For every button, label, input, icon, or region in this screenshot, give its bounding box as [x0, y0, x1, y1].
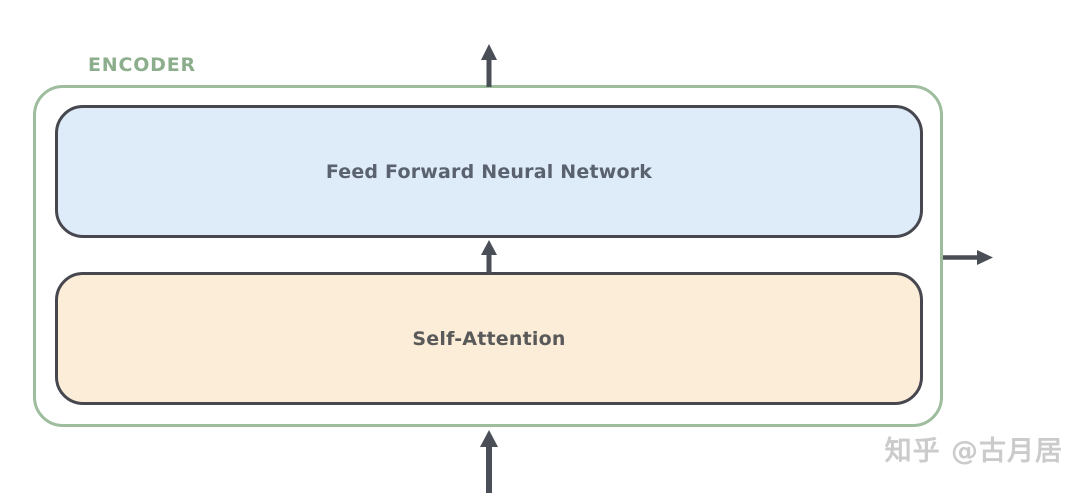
- watermark: 知乎 @古月居: [884, 436, 1063, 467]
- output-right-arrow-icon: [943, 250, 993, 265]
- feed-forward-label: Feed Forward Neural Network: [325, 160, 653, 183]
- output-top-arrow-icon: [481, 44, 497, 87]
- between-blocks-arrow-icon: [481, 240, 497, 273]
- feed-forward-block: Feed Forward Neural Network: [55, 105, 923, 238]
- encoder-title: ENCODER: [88, 54, 196, 76]
- self-attention-label: Self-Attention: [412, 327, 566, 350]
- input-arrow-icon: [480, 430, 498, 493]
- self-attention-block: Self-Attention: [55, 272, 923, 405]
